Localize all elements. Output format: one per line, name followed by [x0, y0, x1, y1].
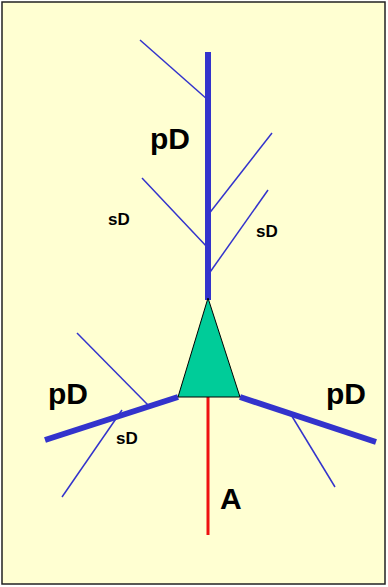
background-panel	[2, 2, 385, 584]
dendrite-label: sD	[108, 211, 130, 228]
soma-triangle	[178, 298, 240, 397]
secondary-dendrite	[62, 410, 122, 497]
dendrite-label: pD	[150, 124, 190, 154]
primary-dendrite	[205, 52, 211, 300]
axon-label: A	[220, 484, 242, 514]
dendrite-label: pD	[326, 379, 366, 409]
secondary-dendrite	[142, 178, 208, 248]
axon	[207, 397, 210, 535]
dendrite-label: pD	[48, 379, 88, 409]
secondary-dendrite	[140, 40, 208, 100]
dendrite-label: sD	[116, 430, 138, 447]
dendrite-label: sD	[256, 223, 278, 240]
secondary-dendrite	[290, 413, 335, 487]
secondary-dendrite	[208, 133, 272, 215]
